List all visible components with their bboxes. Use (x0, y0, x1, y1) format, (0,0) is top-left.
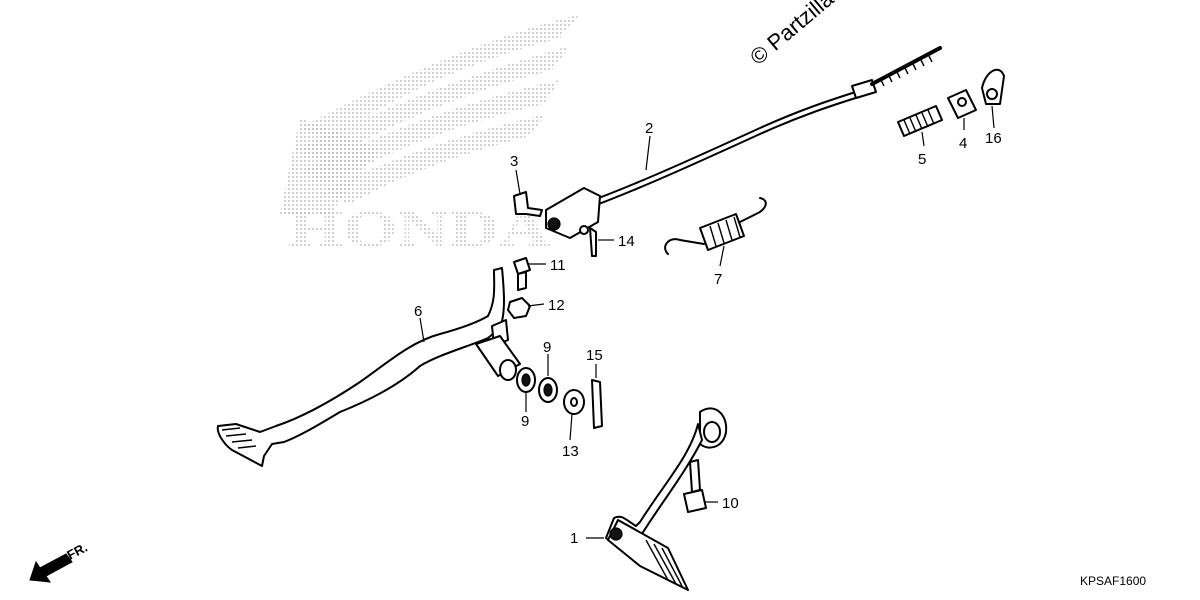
callout-15[interactable]: 15 (586, 347, 603, 364)
return-spring (664, 197, 767, 255)
bolt-11 (513, 257, 531, 291)
callout-1[interactable]: 1 (570, 530, 578, 547)
joint-pin (513, 191, 543, 217)
callout-16[interactable]: 16 (985, 130, 1002, 147)
callout-5[interactable]: 5 (918, 151, 926, 168)
adjusting-nut-16 (981, 68, 1005, 105)
cotter-pin-15 (591, 379, 603, 429)
callout-9-upper[interactable]: 9 (543, 339, 551, 356)
callouts: 1 2 3 4 5 6 7 9 9 10 11 12 13 14 15 16 (414, 120, 1002, 547)
brake-rod (559, 46, 942, 219)
callout-11[interactable]: 11 (550, 257, 566, 274)
callout-9-lower[interactable]: 9 (521, 413, 529, 430)
washer-13 (563, 389, 585, 415)
dust-seal-9-a (516, 367, 536, 393)
dust-seal-9-b (538, 377, 558, 403)
diagram-code: KPSAF1600 (1080, 574, 1146, 588)
leader-lines (419, 105, 995, 539)
callout-4[interactable]: 4 (959, 135, 967, 152)
callout-7[interactable]: 7 (714, 271, 722, 288)
callout-14[interactable]: 14 (618, 233, 635, 250)
bolt-10 (683, 459, 707, 513)
nut-12 (507, 297, 531, 319)
honda-logo-text: HONDA (288, 201, 551, 258)
cotter-pin-14 (589, 227, 597, 257)
callout-6[interactable]: 6 (414, 303, 422, 320)
front-arrow: FR. (29, 540, 90, 583)
callout-10[interactable]: 10 (722, 495, 739, 512)
callout-12[interactable]: 12 (548, 297, 565, 314)
adjuster-spring (897, 105, 943, 137)
callout-13[interactable]: 13 (562, 443, 579, 460)
joint-4 (947, 89, 977, 119)
callout-3[interactable]: 3 (510, 153, 518, 170)
honda-wing-logo: HONDA (280, 14, 580, 258)
joint-plate (545, 187, 601, 239)
partzilla-watermark: © Partzilla (745, 0, 839, 70)
brake-pedal (216, 267, 521, 467)
callout-2[interactable]: 2 (645, 120, 653, 137)
step-footpeg (605, 407, 728, 591)
